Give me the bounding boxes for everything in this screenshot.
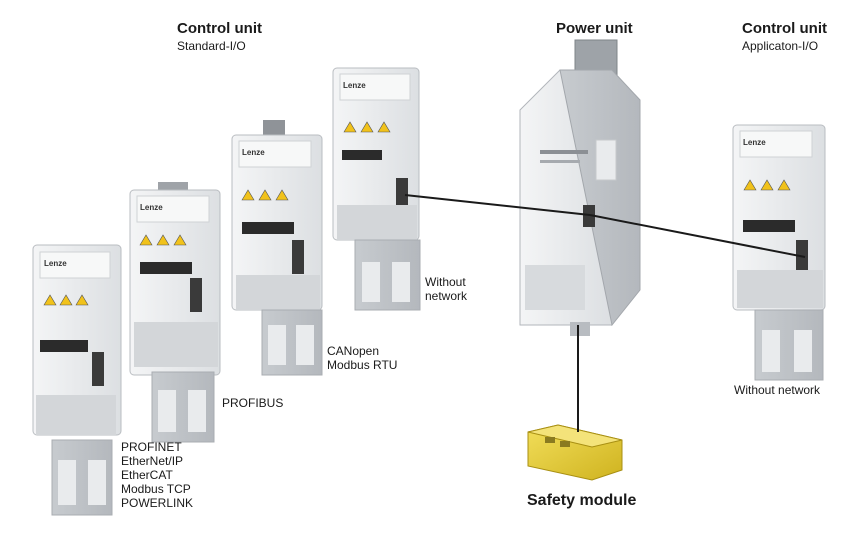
label-line: Modbus TCP	[121, 482, 191, 496]
label-line: Without network	[734, 383, 821, 397]
label-canopen: CANopen Modbus RTU	[327, 344, 397, 372]
svg-text:Lenze: Lenze	[743, 138, 766, 147]
control-unit-ethernet: Lenze	[32, 244, 122, 516]
label-line: PROFIBUS	[222, 396, 284, 410]
label-profibus: PROFIBUS	[222, 396, 283, 410]
safety-module	[527, 424, 623, 481]
control-unit-right-subheading: Applicaton-I/O	[742, 39, 819, 53]
svg-text:Lenze: Lenze	[343, 81, 366, 90]
control-unit-right-heading: Control unit	[742, 20, 827, 37]
label-line: Modbus RTU	[327, 358, 398, 372]
label-line: PROFINET	[121, 440, 182, 454]
label-line: network	[425, 289, 468, 303]
lenze-logo: Lenze	[44, 259, 67, 268]
label-without-network-right: Without network	[734, 383, 820, 397]
control-unit-application-io: Lenze	[732, 124, 826, 381]
control-unit-left-heading: Control unit	[177, 20, 262, 37]
label-line: CANopen	[327, 344, 380, 358]
control-unit-canopen: Lenze	[231, 120, 323, 376]
label-line: POWERLINK	[121, 496, 194, 510]
control-unit-left-subheading: Standard-I/O	[177, 39, 246, 53]
svg-text:Lenze: Lenze	[242, 148, 265, 157]
label-line: EtherNet/IP	[121, 454, 184, 468]
control-unit-without-network: Lenze	[332, 67, 421, 311]
power-unit-heading: Power unit	[556, 20, 633, 37]
svg-text:Lenze: Lenze	[140, 203, 163, 212]
safety-module-heading: Safety module	[527, 492, 637, 509]
label-line: Without	[425, 275, 466, 289]
power-unit	[519, 39, 641, 336]
control-unit-profibus: Lenze	[129, 182, 221, 443]
label-without-network-left: Without network	[425, 275, 467, 303]
label-line: EtherCAT	[121, 468, 173, 482]
label-industrial-ethernet: PROFINET EtherNet/IP EtherCAT Modbus TCP…	[121, 440, 193, 510]
connector-line-standard-io	[404, 194, 591, 216]
connector-line-application-io	[589, 214, 806, 258]
